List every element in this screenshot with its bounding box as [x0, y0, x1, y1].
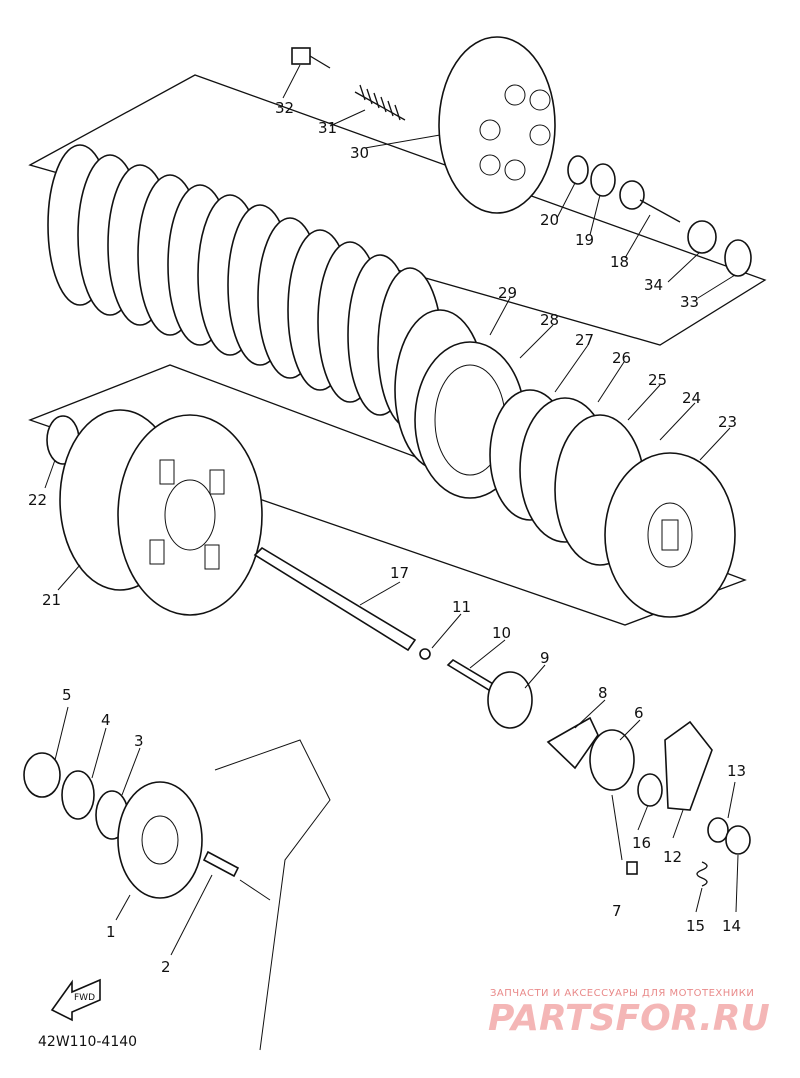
clutch-boss — [604, 452, 736, 618]
watermark-brand: PARTSFOR.RU — [488, 998, 770, 1039]
callout-labels: 32 31 30 20 19 18 34 33 29 28 27 26 25 2… — [28, 99, 746, 976]
callout-15: 15 — [686, 917, 705, 935]
watermark-tagline: ЗАПЧАСТИ И АКСЕССУАРЫ ДЛЯ МОТОТЕХНИКИ — [490, 988, 754, 999]
bearing-16 — [637, 773, 663, 807]
callout-14: 14 — [722, 917, 741, 935]
push-lever-shaft — [487, 671, 533, 729]
pressure-plate — [438, 36, 556, 214]
nut-5 — [23, 752, 61, 798]
ball — [419, 648, 431, 660]
watermark: ЗАПЧАСТИ И АКСЕССУАРЫ ДЛЯ МОТОТЕХНИКИ PA… — [488, 988, 770, 1039]
gasket — [546, 716, 599, 770]
callout-7: 7 — [612, 902, 622, 920]
callout-5: 5 — [62, 686, 72, 704]
callout-32: 32 — [275, 99, 294, 117]
callout-19: 19 — [575, 231, 594, 249]
callout-11: 11 — [452, 598, 471, 616]
lock-washer — [724, 239, 752, 277]
callout-2: 2 — [161, 958, 171, 976]
callout-33: 33 — [680, 293, 699, 311]
callout-6: 6 — [634, 704, 644, 722]
callout-12: 12 — [663, 848, 682, 866]
push-rod — [619, 180, 681, 223]
shaft — [253, 546, 417, 652]
part-code: 42W110-4140 — [38, 1034, 137, 1050]
bearing — [590, 163, 616, 197]
push-lever — [664, 720, 713, 811]
callout-18: 18 — [610, 253, 629, 271]
callout-16: 16 — [632, 834, 651, 852]
callout-3: 3 — [134, 732, 144, 750]
callout-10: 10 — [492, 624, 511, 642]
plates-panel-outline — [28, 74, 767, 346]
callout-13: 13 — [727, 762, 746, 780]
oil-seal — [589, 729, 635, 791]
callout-24: 24 — [682, 389, 701, 407]
primary-drive-gear — [117, 781, 203, 899]
callout-1: 1 — [106, 923, 116, 941]
fwd-label: FWD — [74, 993, 95, 1003]
pin — [626, 861, 638, 875]
callout-9: 9 — [540, 649, 550, 667]
callout-31: 31 — [318, 119, 337, 137]
callout-26: 26 — [612, 349, 631, 367]
callout-25: 25 — [648, 371, 667, 389]
callout-28: 28 — [540, 311, 559, 329]
callout-34: 34 — [644, 276, 663, 294]
callout-22: 22 — [28, 491, 47, 509]
callout-20: 20 — [540, 211, 559, 229]
callout-8: 8 — [598, 684, 608, 702]
nut-14 — [725, 825, 751, 855]
basket-panel-outline — [28, 364, 747, 626]
bolt — [291, 47, 331, 69]
clutch-housing — [59, 409, 263, 616]
callout-4: 4 — [101, 711, 111, 729]
callout-27: 27 — [575, 331, 594, 349]
return-spring — [696, 861, 708, 887]
washer — [567, 155, 589, 185]
lock-washer-4 — [61, 770, 95, 820]
callout-30: 30 — [350, 144, 369, 162]
leader-lines — [44, 64, 739, 956]
clutch-spring — [354, 84, 406, 121]
callout-21: 21 — [42, 591, 61, 609]
washer-13 — [707, 817, 729, 843]
callout-23: 23 — [718, 413, 737, 431]
callout-29: 29 — [498, 284, 517, 302]
crankshaft-outline — [214, 739, 331, 1051]
nut — [687, 220, 717, 254]
key — [202, 850, 240, 878]
callout-17: 17 — [390, 564, 409, 582]
fwd-arrow: FWD — [50, 978, 101, 1022]
